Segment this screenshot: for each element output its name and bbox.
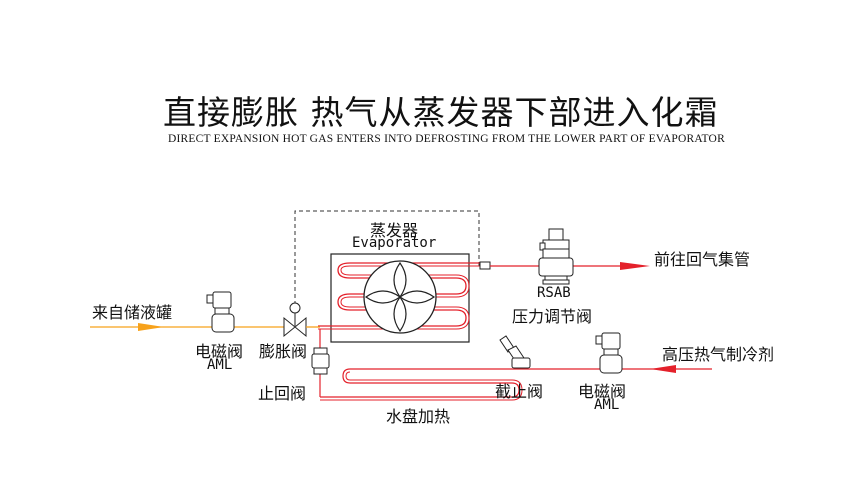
title-english: DIRECT EXPANSION HOT GAS ENTERS INTO DEF… (168, 133, 725, 145)
from-receiver-label: 来自储液罐 (92, 303, 173, 322)
hot-gas-label: 高压热气制冷剂 (662, 345, 775, 364)
dashed-bulb-line (294, 210, 480, 305)
pressure-regulator-label: 压力调节阀 (512, 307, 593, 326)
solenoid-valve-left-graphic (206, 291, 235, 333)
solenoid-right-label: 电磁阀 (578, 382, 627, 401)
hot-gas-arrow (650, 365, 676, 373)
check-valve-graphic (311, 347, 330, 375)
stop-valve-label: 截止阀 (495, 382, 544, 401)
title-chinese: 直接膨胀 热气从蒸发器下部进入化霜 (163, 93, 719, 132)
aml-left-label: AML (207, 357, 233, 373)
fan-blades (364, 261, 436, 333)
rsab-label: RSAB (537, 285, 571, 301)
liquid-arrow (138, 323, 164, 331)
rsab-valve-graphic (538, 228, 574, 285)
expansion-valve-graphic (283, 302, 307, 338)
suction-arrow (620, 262, 650, 270)
aml-right-label: AML (594, 397, 620, 413)
drain-pan-loop (320, 368, 520, 398)
solenoid-valve-right-graphic (595, 332, 623, 374)
evaporator-box (330, 253, 470, 343)
expansion-valve-label: 膨胀阀 (259, 342, 308, 361)
stop-valve-graphic (499, 335, 531, 369)
check-valve-label: 止回阀 (258, 384, 307, 403)
to-suction-label: 前往回气集管 (654, 250, 751, 269)
evaporator-label-cn: 蒸发器 (370, 221, 419, 240)
solenoid-left-label: 电磁阀 (195, 342, 244, 361)
drain-pan-heating-label: 水盘加热 (386, 407, 451, 426)
evaporator-label-en: Evaporator (352, 235, 437, 251)
outlet-fitting (479, 261, 491, 270)
